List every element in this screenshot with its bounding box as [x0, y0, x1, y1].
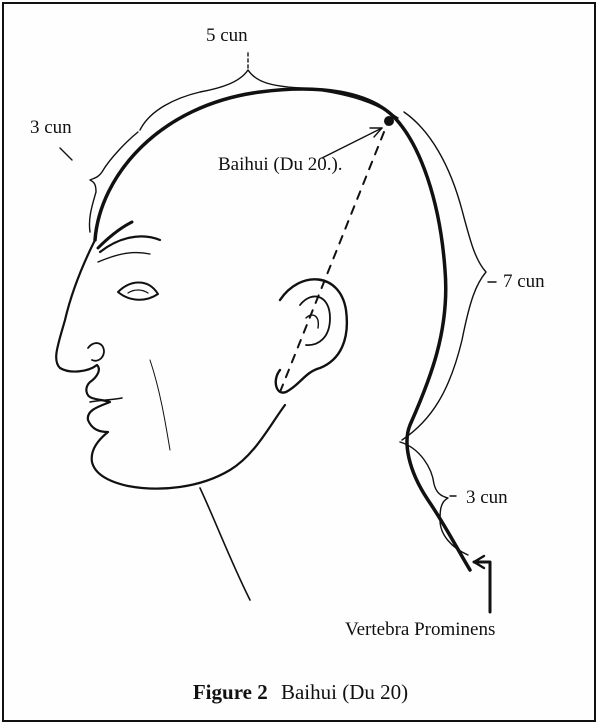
face-profile — [56, 240, 285, 489]
vertebra-arrow — [474, 562, 490, 612]
baihui-point — [384, 116, 394, 126]
brace-top-5cun — [140, 70, 398, 130]
label-top-5cun: 5 cun — [206, 26, 248, 45]
figure-number: Figure 2 — [193, 680, 268, 704]
figure-caption: Figure 2 Baihui (Du 20) — [0, 680, 601, 705]
figure-title: Baihui (Du 20) — [281, 680, 408, 704]
hairline — [98, 222, 132, 248]
neck-front — [200, 488, 250, 600]
label-back-7cun: 7 cun — [503, 272, 545, 291]
label-vertebra-prominens: Vertebra Prominens — [345, 620, 495, 639]
label-neck-3cun: 3 cun — [466, 488, 508, 507]
label-front-3cun: 3 cun — [30, 118, 72, 137]
eye — [118, 283, 158, 300]
label-baihui: Baihui (Du 20.). — [218, 155, 343, 174]
